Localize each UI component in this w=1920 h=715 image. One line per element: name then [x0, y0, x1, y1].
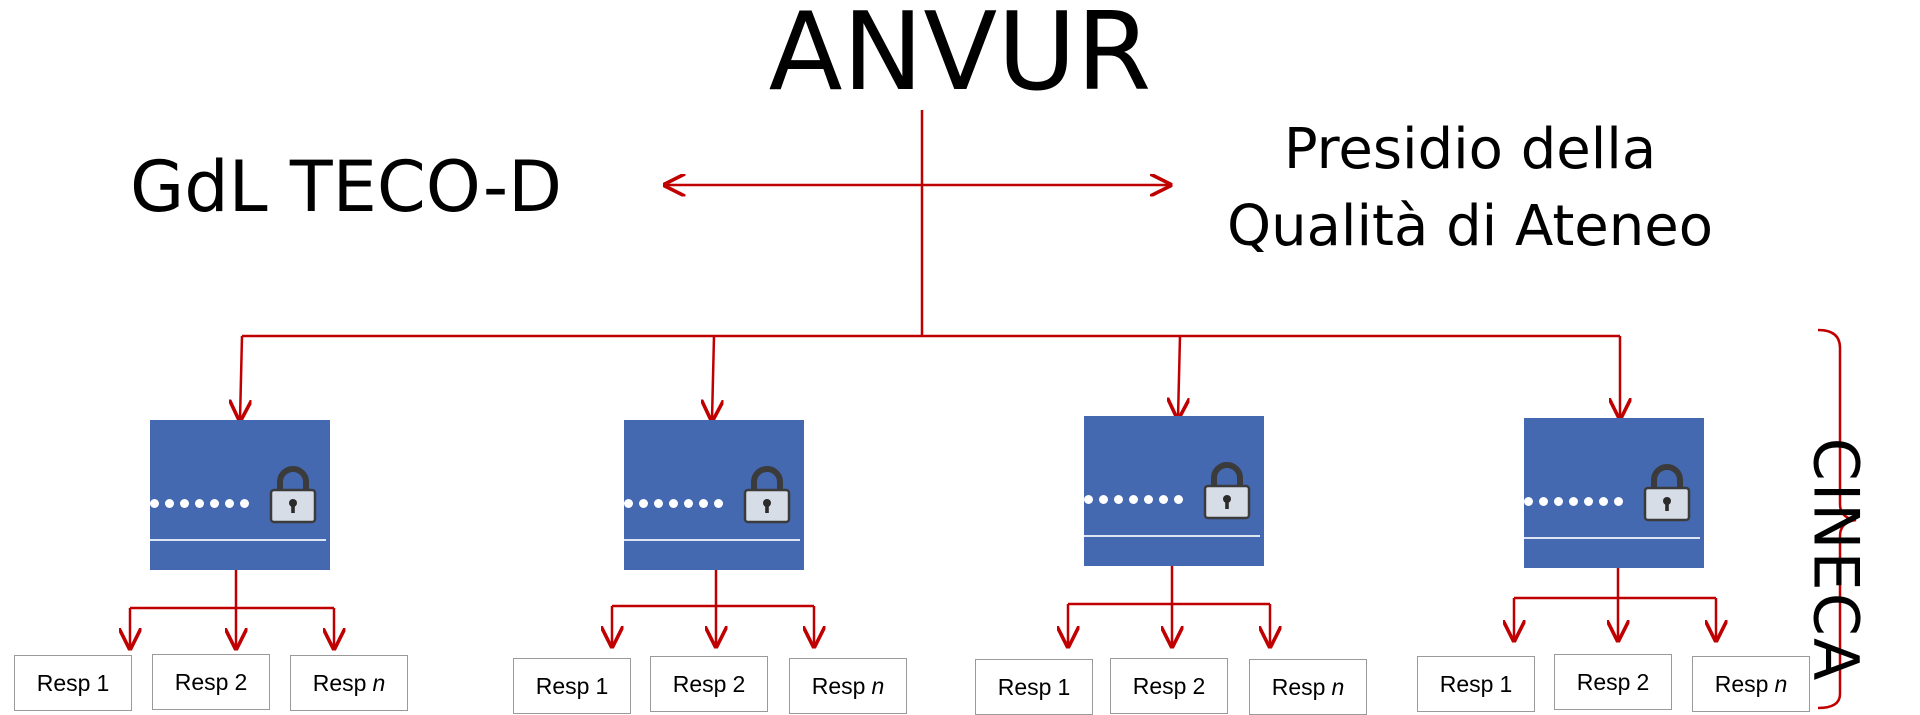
field-underline [150, 539, 326, 541]
padlock-icon [1643, 464, 1691, 522]
drop-arrow-3 [1178, 335, 1180, 418]
field-underline [1524, 537, 1700, 539]
login-panel-2 [624, 420, 804, 570]
login-panel-3 [1084, 416, 1264, 566]
subtree-2 [612, 570, 814, 646]
group-brace [1817, 328, 1857, 710]
login-panel-4 [1524, 418, 1704, 568]
password-dots [1524, 497, 1623, 507]
subtree-4 [1514, 566, 1716, 640]
padlock-icon [1203, 462, 1251, 520]
field-underline [1084, 535, 1260, 537]
diagram-top-node: ANVUR [768, 0, 1152, 115]
drop-arrow-2 [712, 335, 714, 420]
password-dots [1084, 495, 1183, 505]
password-dots [150, 499, 249, 509]
right-node-line-1: Presidio della [1283, 117, 1657, 182]
password-dots [624, 499, 723, 509]
subtree-1 [130, 570, 334, 648]
field-underline [624, 539, 800, 541]
subtree-3 [1068, 566, 1270, 646]
padlock-icon [743, 466, 791, 524]
right-node: Presidio della Qualità di Ateneo [1220, 112, 1720, 265]
padlock-icon [269, 466, 317, 524]
login-panel-1 [150, 420, 330, 570]
right-node-line-2: Qualità di Ateneo [1227, 193, 1713, 259]
side-group-label: CINECA [1799, 437, 1873, 683]
drop-arrow-1 [240, 335, 242, 420]
left-node: GdL TECO-D [130, 146, 562, 228]
